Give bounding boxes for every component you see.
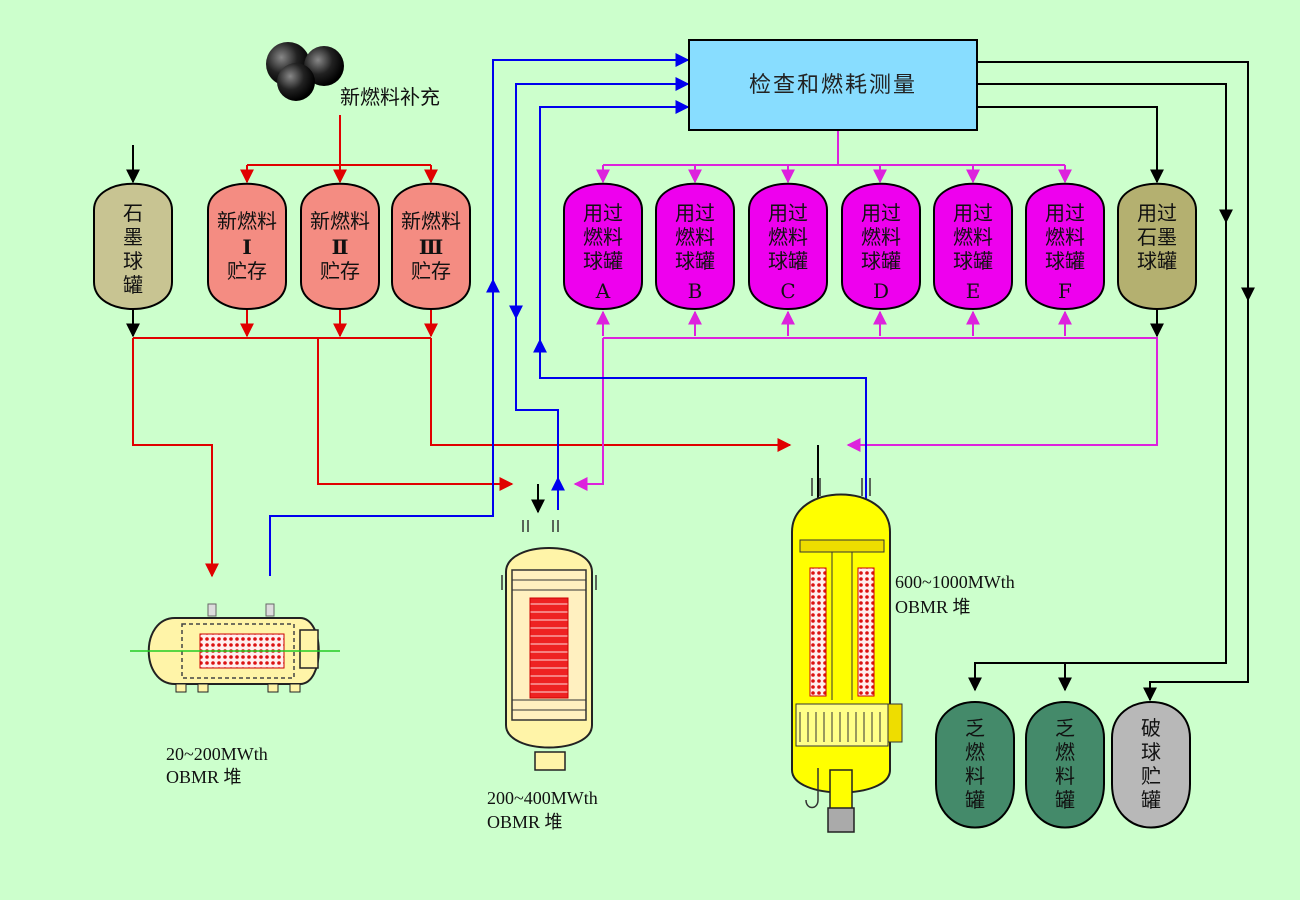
svg-text:贮存: 贮存 — [227, 259, 267, 283]
svg-text:球罐: 球罐 — [768, 249, 808, 273]
svg-text:罐: 罐 — [1055, 788, 1075, 812]
reactor-medium-icon — [501, 520, 597, 771]
spent-tank-e: 用过 燃料 球罐 E — [933, 182, 1013, 310]
svg-text:新燃料: 新燃料 — [310, 209, 370, 233]
svg-text:D: D — [873, 279, 889, 303]
fresh-tank-2: 新燃料 Ⅱ 贮存 — [300, 182, 380, 310]
svg-text:罐: 罐 — [1141, 788, 1161, 812]
svg-text:燃: 燃 — [1055, 740, 1075, 764]
svg-text:燃: 燃 — [965, 740, 985, 764]
svg-text:A: A — [595, 279, 611, 303]
spent-tank-f: 用过 燃料 球罐 F — [1025, 182, 1105, 310]
svg-text:燃料: 燃料 — [675, 225, 715, 249]
fresh-tank-3: 新燃料 Ⅲ 贮存 — [391, 182, 471, 310]
svg-text:石墨: 石墨 — [1137, 225, 1177, 249]
control-lines — [126, 61, 1255, 702]
svg-text:用过: 用过 — [953, 201, 993, 225]
depleted-fuel-tank-1: 乏 燃 料 罐 — [935, 701, 1015, 829]
reactor-1-power: 20~200MWth — [166, 744, 268, 764]
svg-text:料: 料 — [1055, 764, 1075, 788]
spent-graphite-tank: 用过 石墨 球罐 — [1117, 182, 1197, 310]
svg-text:E: E — [966, 279, 981, 303]
fresh-fuel-lines — [132, 115, 792, 578]
svg-text:用过: 用过 — [675, 201, 715, 225]
spent-tank-b: 用过 燃料 球罐 B — [655, 182, 735, 310]
inspection-label: 检查和燃耗测量 — [749, 73, 917, 98]
reactor-3-power: 600~1000MWth — [895, 572, 1015, 592]
depleted-fuel-tank-2: 乏 燃 料 罐 — [1025, 701, 1105, 829]
reactor-3-name: OBMR 堆 — [895, 597, 971, 617]
svg-text:破: 破 — [1141, 716, 1161, 740]
svg-text:石: 石 — [123, 201, 143, 225]
svg-text:墨: 墨 — [123, 225, 143, 249]
svg-text:新燃料: 新燃料 — [217, 209, 277, 233]
spent-tank-a: 用过 燃料 球罐 A — [563, 182, 643, 310]
reactor-small-icon — [130, 603, 340, 693]
reactor-1-name: OBMR 堆 — [166, 767, 242, 787]
svg-text:乏: 乏 — [965, 716, 985, 740]
svg-text:球罐: 球罐 — [1045, 249, 1085, 273]
broken-pebble-tank: 破 球 贮 罐 — [1111, 701, 1191, 829]
fresh-tank-1: 新燃料 Ⅰ 贮存 — [207, 182, 287, 310]
reactor-2-power: 200~400MWth — [487, 788, 598, 808]
svg-text:Ⅰ: Ⅰ — [242, 235, 251, 259]
svg-text:Ⅲ: Ⅲ — [419, 235, 443, 259]
reactor-2-name: OBMR 堆 — [487, 812, 563, 832]
spent-fuel-lines — [573, 130, 1158, 491]
svg-text:F: F — [1058, 279, 1072, 303]
svg-text:罐: 罐 — [965, 788, 985, 812]
spent-tank-d: 用过 燃料 球罐 D — [841, 182, 921, 310]
svg-text:C: C — [780, 279, 795, 303]
svg-text:新燃料: 新燃料 — [401, 209, 461, 233]
svg-text:燃料: 燃料 — [953, 225, 993, 249]
svg-text:罐: 罐 — [123, 273, 143, 297]
inspection-box: 检查和燃耗测量 — [688, 39, 978, 131]
svg-text:燃料: 燃料 — [583, 225, 623, 249]
svg-text:球罐: 球罐 — [861, 249, 901, 273]
fresh-fuel-supply-label: 新燃料补充 — [340, 85, 440, 109]
svg-text:燃料: 燃料 — [768, 225, 808, 249]
svg-text:贮存: 贮存 — [411, 259, 451, 283]
recycle-lines — [269, 53, 867, 576]
svg-text:Ⅱ: Ⅱ — [332, 235, 349, 259]
svg-text:贮存: 贮存 — [320, 259, 360, 283]
reactor-large-icon — [791, 478, 903, 833]
svg-text:用过: 用过 — [1045, 201, 1085, 225]
svg-text:球罐: 球罐 — [583, 249, 623, 273]
svg-text:贮: 贮 — [1141, 764, 1161, 788]
svg-text:燃料: 燃料 — [861, 225, 901, 249]
svg-text:球罐: 球罐 — [953, 249, 993, 273]
svg-text:球罐: 球罐 — [675, 249, 715, 273]
svg-text:B: B — [688, 279, 703, 303]
svg-text:料: 料 — [965, 764, 985, 788]
svg-text:用过: 用过 — [583, 201, 623, 225]
svg-text:用过: 用过 — [768, 201, 808, 225]
svg-text:用过: 用过 — [1137, 201, 1177, 225]
graphite-tank: 石 墨 球 罐 — [93, 182, 173, 310]
svg-text:燃料: 燃料 — [1045, 225, 1085, 249]
fuel-pebbles-icon — [266, 42, 344, 101]
svg-text:球罐: 球罐 — [1137, 249, 1177, 273]
svg-text:球: 球 — [123, 249, 143, 273]
spent-tank-c: 用过 燃料 球罐 C — [748, 182, 828, 310]
svg-text:用过: 用过 — [861, 201, 901, 225]
svg-text:乏: 乏 — [1055, 716, 1075, 740]
svg-text:球: 球 — [1141, 740, 1161, 764]
